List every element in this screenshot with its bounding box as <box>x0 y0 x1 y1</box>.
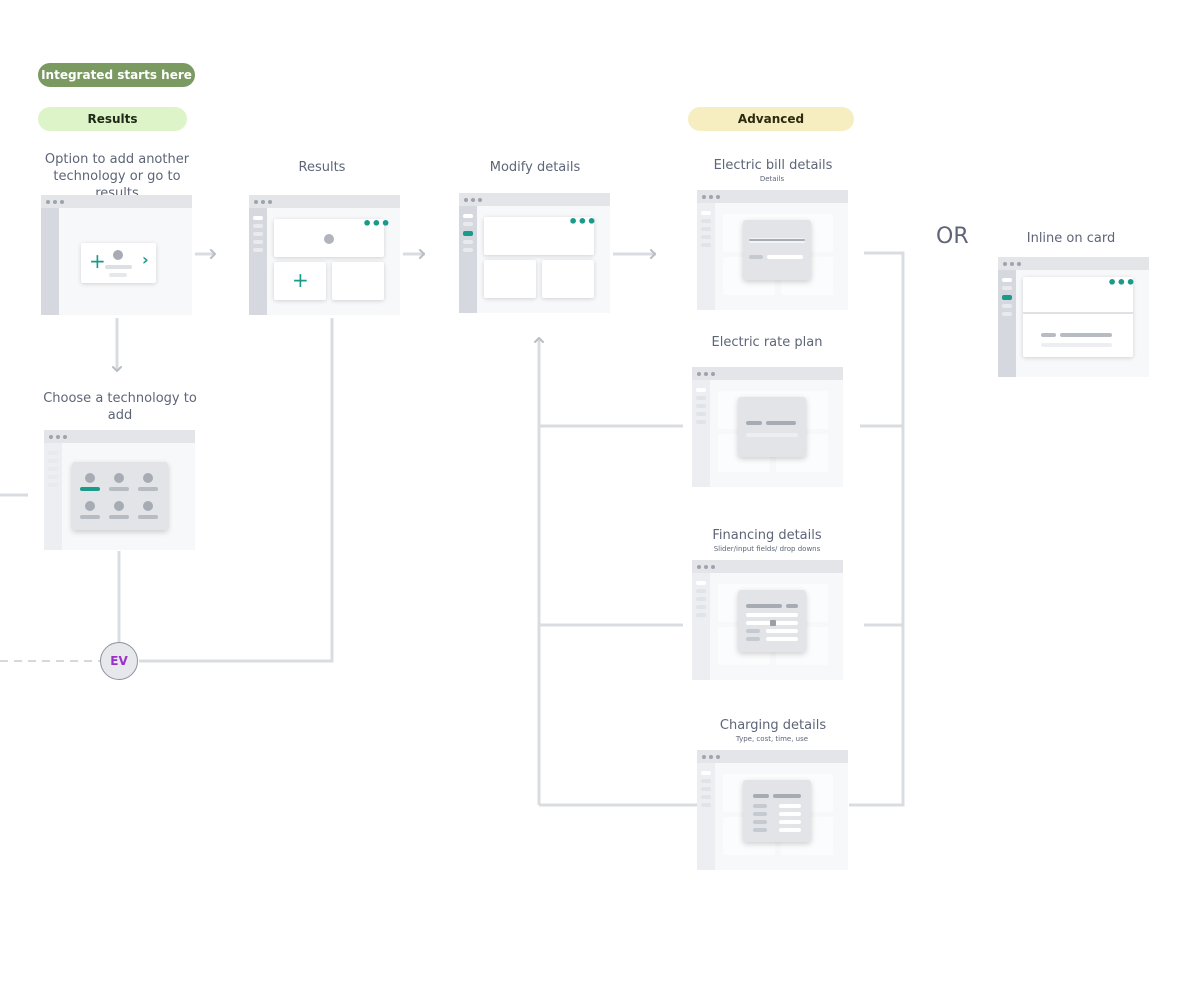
charging-screen-title: Charging details <box>719 718 827 733</box>
financing-modal[interactable] <box>738 590 806 652</box>
bill-screen-title: Electric bill details <box>713 158 833 173</box>
charging-modal[interactable] <box>743 780 811 842</box>
modify-screen-title: Modify details <box>489 160 581 175</box>
more-dots-icon[interactable]: ••• <box>1107 273 1136 292</box>
advanced-section-badge: Advanced <box>688 107 854 131</box>
arrow-right-icon <box>210 249 216 259</box>
results-screen-thumbnail[interactable]: ••• + <box>249 195 400 315</box>
option-screen-thumbnail[interactable]: + › <box>41 195 192 315</box>
technology-picker[interactable] <box>72 462 168 530</box>
add-result-card[interactable]: + <box>274 262 326 300</box>
plus-icon: + <box>89 249 106 273</box>
more-dots-icon[interactable]: ••• <box>568 212 597 231</box>
modify-card[interactable]: ••• <box>484 212 597 255</box>
charging-screen-subtitle: Type, cost, time, use <box>735 735 809 743</box>
integrated-start-badge: Integrated starts here <box>38 63 195 87</box>
add-technology-card[interactable]: + › <box>81 243 156 283</box>
results-screen-title: Results <box>298 160 346 175</box>
rate-screen-thumbnail[interactable] <box>692 367 843 487</box>
result-card[interactable]: ••• <box>274 216 391 257</box>
inline-expanded-card[interactable]: ••• <box>1023 273 1136 357</box>
rate-modal[interactable] <box>738 397 806 457</box>
financing-screen-thumbnail[interactable] <box>692 560 843 680</box>
modify-screen-thumbnail[interactable]: ••• <box>459 193 610 313</box>
chevron-right-icon: › <box>142 250 149 269</box>
option-screen-title: Option to add another technology or go t… <box>44 152 190 201</box>
ev-node[interactable]: EV <box>100 642 138 680</box>
bill-screen-subtitle: Details <box>759 175 785 183</box>
plus-icon: + <box>292 268 309 292</box>
charging-screen-thumbnail[interactable] <box>697 750 848 870</box>
choose-screen-title: Choose a technology to add <box>43 391 197 423</box>
bill-screen-thumbnail[interactable] <box>697 190 848 310</box>
inline-screen-thumbnail[interactable]: ••• <box>998 257 1149 377</box>
rate-screen-title: Electric rate plan <box>711 335 823 350</box>
choose-screen-thumbnail[interactable] <box>44 430 195 550</box>
or-label: OR <box>936 224 969 249</box>
arrow-right-icon <box>650 249 656 259</box>
arrow-down-icon <box>112 366 122 372</box>
financing-screen-subtitle: Slider/input fields/ drop downs <box>713 545 821 553</box>
empty-card <box>542 260 594 298</box>
check-icon <box>324 234 334 244</box>
check-icon <box>113 250 123 260</box>
empty-card <box>332 262 384 300</box>
arrow-up-icon <box>534 337 544 343</box>
more-dots-icon[interactable]: ••• <box>362 214 391 233</box>
bill-modal[interactable] <box>743 220 811 280</box>
inline-screen-title: Inline on card <box>1026 231 1116 246</box>
results-section-badge: Results <box>38 107 187 131</box>
arrow-right-icon <box>419 249 425 259</box>
empty-card <box>484 260 536 298</box>
financing-screen-title: Financing details <box>712 528 822 543</box>
